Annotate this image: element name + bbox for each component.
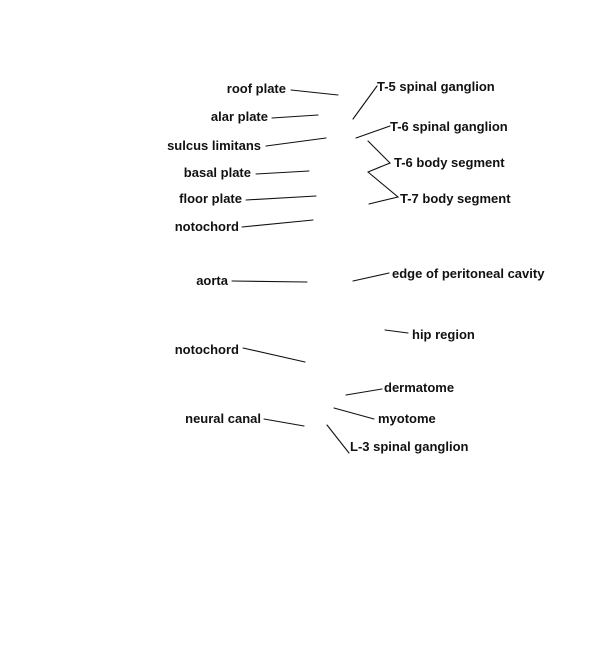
label-dermatome: dermatome bbox=[384, 380, 455, 395]
label-t5-spinal-ganglion: T-5 spinal ganglion bbox=[377, 79, 495, 94]
label-floor-plate: floor plate bbox=[179, 191, 242, 206]
label-l3-spinal-ganglion: L-3 spinal ganglion bbox=[350, 439, 469, 454]
label-notochord-lower: notochord bbox=[174, 342, 239, 357]
label-edge-of-peritoneal-cavity: edge of peritoneal cavity bbox=[392, 266, 545, 281]
leader-t5-spinal-ganglion bbox=[352, 85, 378, 120]
leader-alar-plate bbox=[271, 114, 319, 119]
leader-sulcus-limitans bbox=[265, 137, 327, 147]
leader-t7-body-segment bbox=[367, 171, 400, 205]
label-alar-plate: alar plate bbox=[210, 109, 268, 124]
leader-aorta bbox=[231, 280, 308, 283]
label-sulcus-limitans: sulcus limitans bbox=[167, 138, 261, 153]
leader-neural-canal bbox=[263, 418, 305, 427]
label-basal-plate: basal plate bbox=[183, 165, 251, 180]
leader-l3-spinal-ganglion bbox=[326, 424, 350, 454]
leader-hip-region bbox=[384, 329, 409, 334]
label-notochord-upper: notochord bbox=[174, 219, 239, 234]
leader-t6-body-segment bbox=[367, 140, 391, 173]
leader-floor-plate bbox=[245, 195, 317, 201]
leader-notochord-upper bbox=[241, 219, 314, 228]
leader-roof-plate bbox=[290, 89, 339, 96]
label-roof-plate: roof plate bbox=[226, 81, 286, 96]
leader-notochord-lower bbox=[242, 347, 306, 363]
label-t6-spinal-ganglion: T-6 spinal ganglion bbox=[390, 119, 508, 134]
label-aorta: aorta bbox=[196, 273, 228, 288]
leader-edge-of-peritoneal-cavity bbox=[352, 272, 390, 282]
leader-myotome bbox=[333, 407, 375, 420]
leader-dermatome bbox=[345, 388, 383, 396]
leader-t6-spinal-ganglion bbox=[355, 125, 391, 139]
label-myotome: myotome bbox=[378, 411, 436, 426]
label-t6-body-segment: T-6 body segment bbox=[394, 155, 505, 170]
leader-basal-plate bbox=[255, 170, 310, 175]
label-neural-canal: neural canal bbox=[185, 411, 261, 426]
label-hip-region: hip region bbox=[412, 327, 475, 342]
label-t7-body-segment: T-7 body segment bbox=[400, 191, 511, 206]
